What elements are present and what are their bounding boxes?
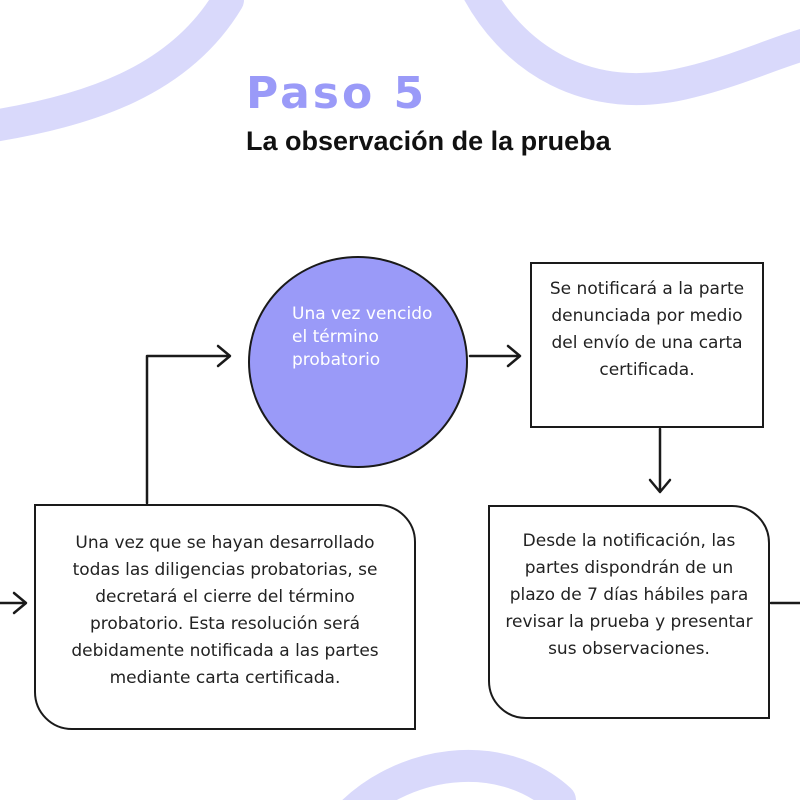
step-title: Paso 5 [246, 68, 428, 119]
decor-wave-top-right [464, 0, 800, 106]
arrowhead-to-deadline [648, 478, 672, 494]
arrowhead-to-circle [216, 344, 232, 368]
decor-wave-top-left [0, 0, 244, 142]
step-subtitle: La observación de la prueba [246, 126, 611, 156]
decor-wave-bottom [342, 749, 576, 800]
step-node-review-period: Desde la notificación, las partes dispon… [488, 505, 770, 719]
connector-closure-to-circle [145, 354, 230, 505]
arrowhead-incoming-left [12, 591, 28, 615]
step-node-term-expired: Una vez vencido el término probatorio [248, 256, 468, 468]
heading: Paso 5 La observación de la prueba [246, 68, 666, 158]
step-node-closure: Una vez que se hayan desarrollado todas … [34, 504, 416, 730]
arrowhead-to-notify [506, 344, 522, 368]
step-node-notification: Se notificará a la parte denunciada por … [530, 262, 764, 428]
